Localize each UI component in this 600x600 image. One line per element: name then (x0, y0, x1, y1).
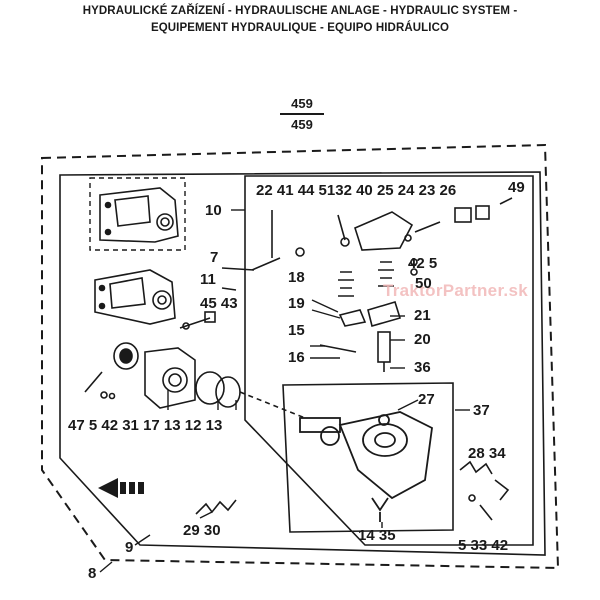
valve-group-frame (244, 175, 534, 546)
callout-bottom-row: 47 5 42 31 17 13 12 13 (68, 417, 223, 434)
callout-45-43: 45 43 (200, 295, 238, 312)
lift-housing-part (299, 411, 433, 522)
page-title-line-1: HYDRAULICKÉ ZAŘÍZENÍ - HYDRAULISCHE ANLA… (82, 5, 518, 17)
callout-16: 16 (288, 349, 305, 366)
watermark-text: TraktorPartner.sk (383, 281, 528, 300)
callout-21: 21 (414, 307, 431, 324)
callout-11: 11 (200, 271, 216, 288)
callout-19: 19 (288, 295, 305, 312)
callout-8: 8 (88, 565, 97, 582)
inner-frame (59, 171, 546, 556)
callout-7: 7 (210, 249, 219, 266)
callout-5-33-42: 5 33 42 (458, 537, 509, 554)
spring-link-parts (459, 460, 510, 521)
upper-bracket-part (99, 187, 179, 243)
direction-arrow-icon (98, 478, 144, 498)
callout-42-5: 42 5 (408, 255, 438, 272)
lower-bracket-part (94, 269, 176, 325)
callout-50: 50 (415, 275, 432, 292)
cylinder-assembly (113, 342, 306, 419)
callout-28-34: 28 34 (468, 445, 506, 462)
callout-27: 27 (418, 391, 435, 408)
page-title-line-2: EQUIPEMENT HYDRAULIQUE - EQUIPO HIDRÁULI… (150, 22, 450, 34)
callout-29-30: 29 30 (183, 522, 221, 539)
fraction-top: 459 (291, 96, 313, 111)
spring-part-29 (195, 499, 237, 515)
callout-10: 10 (205, 202, 222, 219)
callout-37: 37 (473, 402, 490, 419)
callout-20: 20 (414, 331, 431, 348)
callout-49: 49 (508, 179, 525, 196)
small-pin-parts (84, 371, 116, 400)
bracket-dashed-box (89, 177, 186, 251)
fraction-bar (280, 113, 324, 115)
callout-top-row: 22 41 44 5132 40 25 24 23 26 (256, 182, 457, 199)
section-fraction: 459 459 (272, 96, 332, 132)
valve-parts (251, 197, 513, 372)
callout-9: 9 (125, 539, 134, 556)
callout-18: 18 (288, 269, 305, 286)
leader-lines (99, 209, 470, 573)
fraction-bottom: 459 (291, 117, 313, 132)
callout-36: 36 (414, 359, 431, 376)
callout-15: 15 (288, 322, 305, 339)
lift-housing-frame (282, 382, 454, 533)
callout-14-35: 14 35 (358, 527, 396, 544)
bolt-parts (179, 311, 216, 330)
